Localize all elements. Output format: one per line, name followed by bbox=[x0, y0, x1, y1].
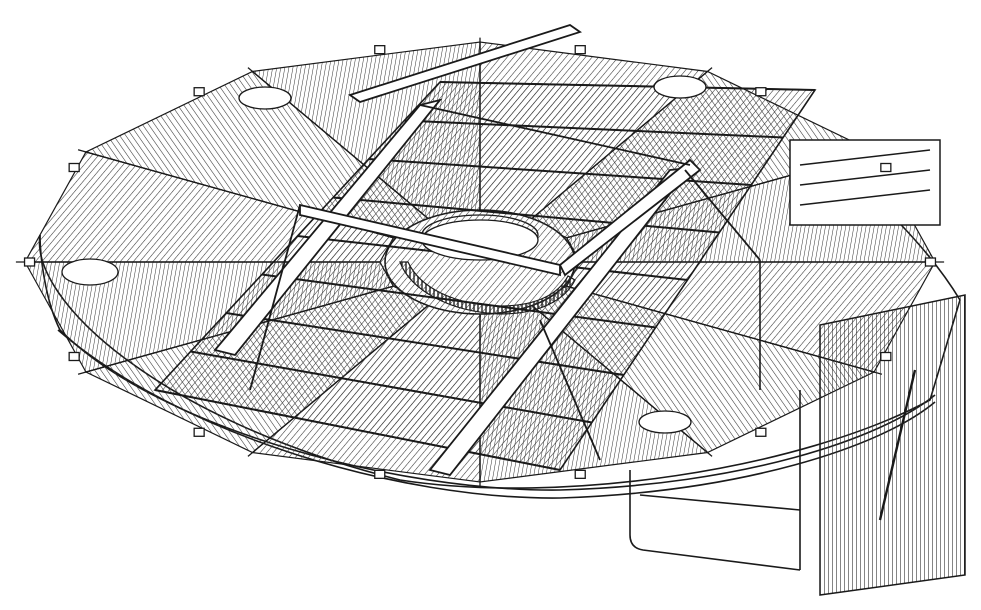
port-top-left bbox=[238, 86, 292, 110]
port-bottom bbox=[638, 410, 692, 434]
clamp bbox=[374, 45, 386, 55]
carriage-rib bbox=[404, 119, 784, 139]
side-rack bbox=[789, 139, 966, 596]
support-frame bbox=[629, 260, 801, 571]
clamp bbox=[880, 351, 892, 362]
clamp bbox=[880, 162, 892, 173]
carriage-rib bbox=[439, 81, 816, 91]
carriage-rib bbox=[333, 196, 720, 234]
port-left bbox=[61, 258, 119, 286]
port-top-right bbox=[653, 75, 707, 99]
clamp bbox=[68, 351, 80, 362]
carriage-rib bbox=[226, 312, 624, 376]
clamp bbox=[68, 162, 80, 173]
perimeter-clamps bbox=[23, 45, 937, 479]
clamp bbox=[193, 87, 205, 97]
clamp bbox=[374, 469, 386, 479]
clamp bbox=[755, 427, 767, 437]
clamp bbox=[755, 87, 767, 97]
carriage-rib bbox=[261, 273, 656, 329]
clamp bbox=[193, 427, 205, 437]
clamp bbox=[574, 469, 586, 479]
carriage-rib bbox=[154, 389, 561, 471]
clamp bbox=[574, 45, 586, 55]
access-ports bbox=[61, 75, 707, 434]
clamp bbox=[924, 257, 937, 267]
central-carriage bbox=[153, 81, 817, 471]
clamp bbox=[23, 257, 36, 267]
upper-truss bbox=[213, 24, 761, 477]
